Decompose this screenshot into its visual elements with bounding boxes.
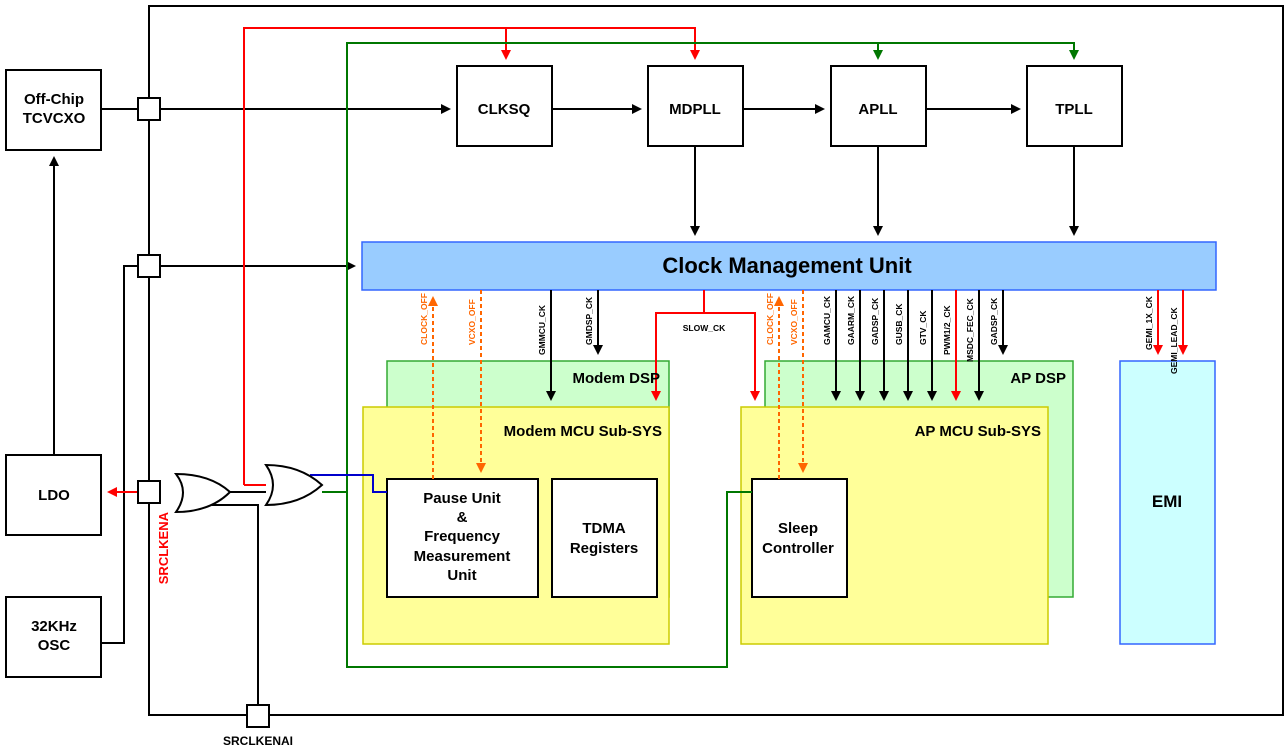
modem-dsp-label: Modem DSP xyxy=(572,370,660,387)
pause-unit-label-4: Measurement xyxy=(414,548,511,565)
modem-clock-off-label: CLOCK_OFF xyxy=(419,293,429,345)
apll-box xyxy=(830,65,927,147)
ap-mcu-label: AP MCU Sub-SYS xyxy=(915,423,1041,440)
tdma-label-2: Registers xyxy=(570,540,638,557)
sleep-controller-box xyxy=(751,478,848,598)
gamcu-ck-label: GAMCU_CK xyxy=(822,295,832,345)
tdma-label-1: TDMA xyxy=(582,520,625,537)
emi-block xyxy=(1119,360,1216,645)
or-gate-right xyxy=(264,463,324,507)
msdc-fec-ck-label: MSDC_FEC_CK xyxy=(965,297,975,362)
gemi-lead-ck-label: GEMI_LEAD_CK xyxy=(1169,307,1179,374)
ap-vcxo-off-label: VCXO_OFF xyxy=(789,299,799,345)
pwm-ck-label: PWM1/2_CK xyxy=(942,305,952,355)
ldo-box xyxy=(5,454,102,536)
pad-tcvcxo xyxy=(137,97,161,121)
srclkenai-label: SRCLKENAI xyxy=(223,734,293,748)
off-chip-tcvcxo-box xyxy=(5,69,102,151)
tdma-box xyxy=(551,478,658,598)
emi-label: EMI xyxy=(1152,492,1182,511)
off-chip-label-2: TCVCXO xyxy=(23,110,86,127)
clksq-box xyxy=(456,65,553,147)
tpll-label: TPLL xyxy=(1055,101,1093,118)
gaarm-ck-label: GAARM_CK xyxy=(846,295,856,345)
gemi-1x-ck-label: GEMI_1X_CK xyxy=(1144,295,1154,350)
or-gate-left xyxy=(173,472,232,514)
ldo-label: LDO xyxy=(38,487,70,504)
slow-ck-label: SLOW_CK xyxy=(683,323,726,333)
ap-clock-off-label: CLOCK_OFF xyxy=(765,293,775,345)
gtv-ck-label: GTV_CK xyxy=(918,310,928,345)
pause-unit-box xyxy=(386,478,539,598)
pad-srclkena xyxy=(137,480,161,504)
modem-vcxo-off-label: VCXO_OFF xyxy=(467,299,477,345)
mdpll-label: MDPLL xyxy=(669,101,721,118)
pause-unit-label-2: & xyxy=(457,509,468,526)
srclkena-label: SRCLKENA xyxy=(156,511,171,584)
pause-unit-label-1: Pause Unit xyxy=(423,490,501,507)
osc-label-2: OSC xyxy=(38,637,71,654)
gmdsp-ck-label: GMDSP_CK xyxy=(584,296,594,345)
cmu-block xyxy=(361,241,1217,291)
osc-label-1: 32KHz xyxy=(31,618,77,635)
ap-dsp-label: AP DSP xyxy=(1010,370,1066,387)
gadsp-ck-label-1: GADSP_CK xyxy=(870,297,880,345)
sleep-ctrl-label-2: Controller xyxy=(762,540,834,557)
mdpll-box xyxy=(647,65,744,147)
apll-label: APLL xyxy=(858,101,897,118)
off-chip-label-1: Off-Chip xyxy=(24,91,84,108)
sleep-ctrl-label-1: Sleep xyxy=(778,520,818,537)
osc-box xyxy=(5,596,102,678)
pause-unit-label-3: Frequency xyxy=(424,528,501,545)
pad-32k xyxy=(137,254,161,278)
pause-unit-label-5: Unit xyxy=(447,567,476,584)
gadsp-ck-label-2: GADSP_CK xyxy=(989,297,999,345)
gusb-ck-label: GUSB_CK xyxy=(894,303,904,345)
cmu-label: Clock Management Unit xyxy=(662,253,912,278)
modem-mcu-label: Modem MCU Sub-SYS xyxy=(504,423,662,440)
gmmcu-ck-label: GMMCU_CK xyxy=(537,304,547,355)
pad-srclkenai xyxy=(246,704,270,728)
clksq-label: CLKSQ xyxy=(478,101,531,118)
